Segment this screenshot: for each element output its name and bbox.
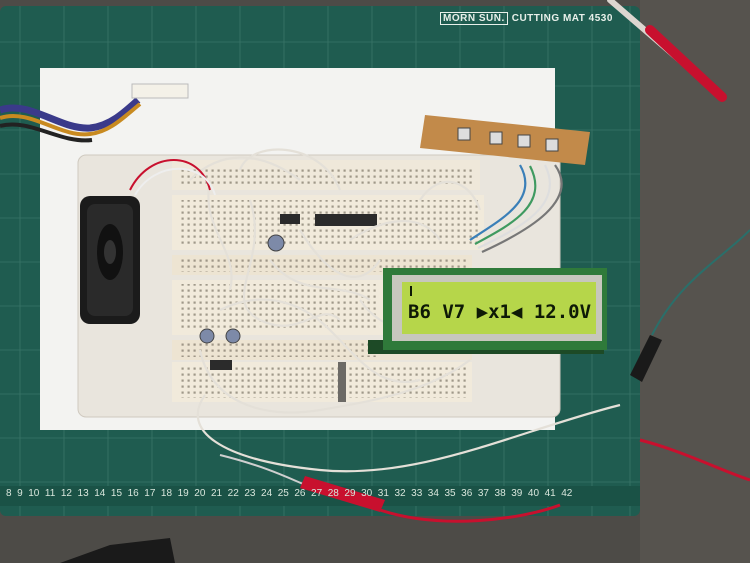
lcd-text: B6 V7 ▶x1◀ 12.0V [408, 301, 592, 323]
trimmer-shaft [338, 362, 346, 402]
mat-brand-name: MORN SUN. [440, 12, 508, 25]
ic-regulator [210, 360, 232, 370]
lcd-module [368, 268, 607, 354]
black-object [60, 538, 175, 563]
alligator-clip-red [219, 454, 561, 523]
ribbon-connector [0, 83, 189, 143]
button-board-wires [469, 164, 563, 253]
mat-ruler-numbers: 8 9 10 11 12 13 14 15 16 17 18 19 20 21 … [6, 488, 573, 499]
speaker [80, 196, 140, 324]
capacitor-1 [267, 234, 285, 252]
desk-right [640, 0, 750, 563]
ic-microcontroller [315, 214, 377, 226]
lcd-screen [402, 282, 596, 334]
capacitor-2 [199, 328, 215, 344]
alligator-clip-black [630, 229, 750, 482]
speaker-wire-white [134, 167, 216, 196]
ic-small [280, 214, 300, 224]
capacitor-3 [225, 328, 241, 344]
button-board [420, 115, 590, 165]
red-pen [607, 0, 727, 102]
mat-ruler-strip [0, 486, 640, 506]
mat-model-name: CUTTING MAT 4530 [511, 13, 613, 24]
lcd-cursor [410, 286, 412, 296]
mat-brand-label: MORN SUN.CUTTING MAT 4530 [440, 12, 613, 25]
